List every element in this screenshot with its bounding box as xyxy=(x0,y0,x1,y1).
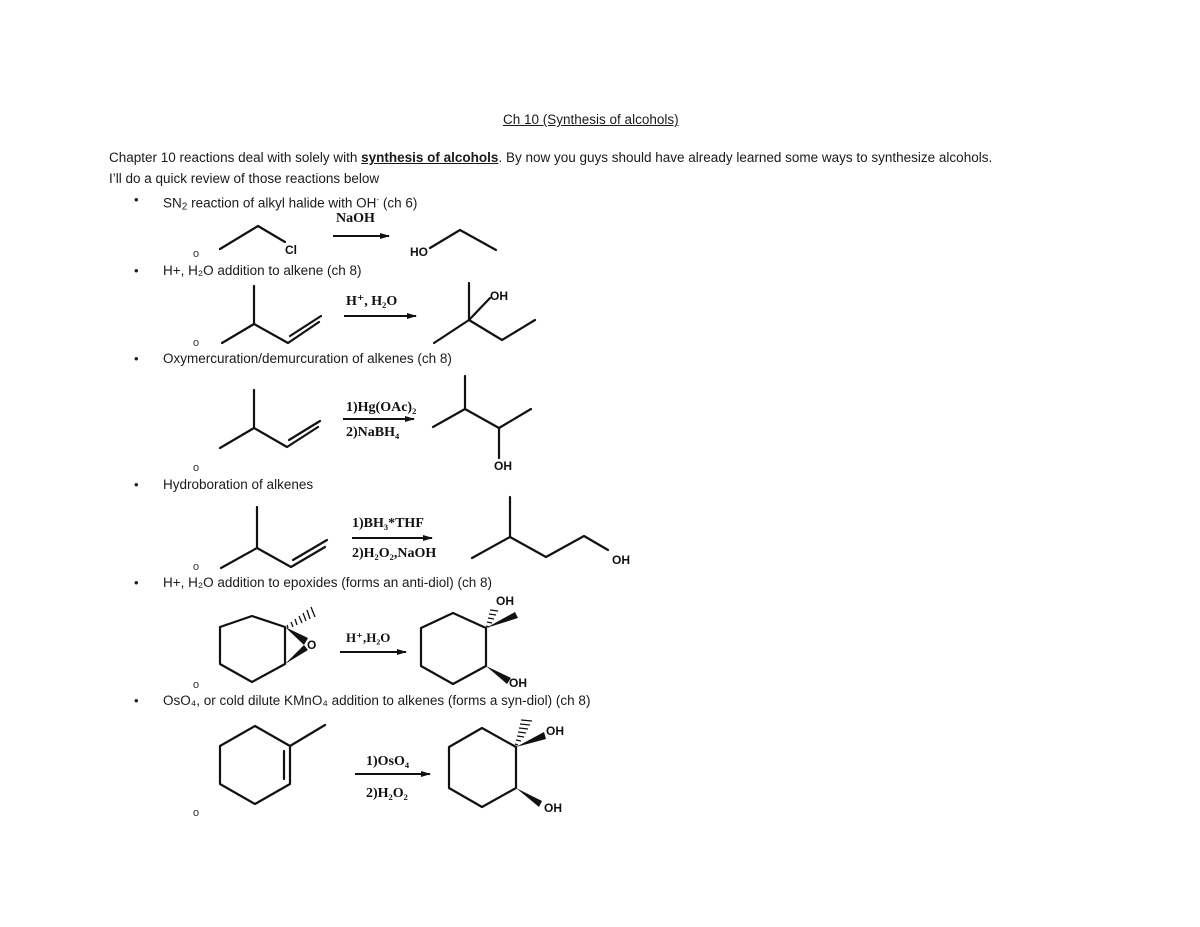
reaction-heading-epoxide-opening: H+, H₂O addition to epoxides (forms an a… xyxy=(163,575,493,590)
bullet-icon: • xyxy=(134,192,139,207)
product-structure xyxy=(467,318,537,342)
reaction-heading-dihydroxylation: OsO₄, or cold dilute KMnO₄ addition to a… xyxy=(163,693,591,708)
reaction-5-epoxide-opening: O H⁺,H₂O OH OH xyxy=(218,594,527,690)
reagent-hg-oac: 1)Hg(OAc)₂ xyxy=(346,400,416,415)
epoxide-oxygen-label: O xyxy=(307,638,316,652)
reaction-heading-oxymercuration: Oxymercuration/demurcuration of alkenes … xyxy=(163,351,452,366)
wedge-bond xyxy=(285,645,308,664)
hydroxyl-label: HO xyxy=(410,245,428,259)
hydroxyl-label-top: OH xyxy=(496,594,514,608)
subbullet-icon: o xyxy=(193,248,200,260)
product-structure xyxy=(432,281,471,345)
hashed-bond xyxy=(514,719,533,746)
intro-line-2: I’ll do a quick review of those reaction… xyxy=(109,171,380,186)
wedge-bond xyxy=(486,666,511,684)
product-structure xyxy=(431,374,467,429)
page-title: Ch 10 (Synthesis of alcohols) xyxy=(503,112,679,127)
reaction-4-hydroboration: 1)BH₃*THF 2)H₂O₂,NaOH OH xyxy=(219,495,630,570)
reagent-oso4: 1)OsO₄ xyxy=(366,754,410,769)
intro-text: Chapter 10 reactions deal with solely wi… xyxy=(109,150,362,165)
ethanol-structure xyxy=(428,228,498,252)
hydroxyl-label: OH xyxy=(612,553,630,567)
heading-subscript: 2 xyxy=(181,201,188,213)
product-structure xyxy=(463,407,533,430)
reagent-naoh: NaOH xyxy=(336,211,375,226)
methyl-bond xyxy=(288,723,327,748)
cyclohexane-ring xyxy=(447,726,518,809)
reagent-bh3-thf: 1)BH₃*THF xyxy=(352,516,424,531)
hydroxyl-label-bottom: OH xyxy=(509,676,527,690)
reagent-h2o2: 2)H₂O₂ xyxy=(366,786,408,801)
subbullet-icon: o xyxy=(193,337,200,349)
reaction-2-acid-hydration: H⁺, H₂O OH xyxy=(220,281,537,345)
reactant-structure xyxy=(218,388,256,450)
subbullet-icon: o xyxy=(193,679,200,691)
hydroxyl-label: OH xyxy=(494,459,512,473)
reaction-6-dihydroxylation: 1)OsO₄ 2)H₂O₂ OH OH xyxy=(218,719,564,815)
reactant-structure xyxy=(220,284,256,345)
chlorine-label: Cl xyxy=(285,243,297,257)
hashed-bond xyxy=(485,609,499,628)
reactant-structure xyxy=(252,320,321,345)
reagent-h2o2-naoh: 2)H₂O₂,NaOH xyxy=(352,546,436,561)
double-bond-line xyxy=(291,538,329,562)
reagent-nabh4: 2)NaBH₄ xyxy=(346,425,400,440)
cyclohexane-ring xyxy=(218,614,287,684)
bullet-icon: • xyxy=(134,575,139,590)
cyclohexene-ring xyxy=(218,724,292,806)
heading-text: (ch 6) xyxy=(379,195,418,211)
reactant-structure xyxy=(219,505,259,570)
reaction-heading-sn2: SN2 reaction of alkyl halide with OH- (c… xyxy=(163,192,417,216)
intro-text-tail: . By now you guys should have already le… xyxy=(498,150,993,165)
heading-superscript: - xyxy=(376,195,380,204)
wedge-bond xyxy=(516,732,546,747)
reagent-acid-water: H⁺,H₂O xyxy=(346,630,390,645)
bullet-icon: • xyxy=(134,693,139,708)
subbullet-icon: o xyxy=(193,462,200,474)
reagent-acid-water: H⁺, H₂O xyxy=(346,294,397,309)
subbullet-icon: o xyxy=(193,807,200,819)
bullet-icon: • xyxy=(134,351,139,366)
double-bond-line xyxy=(288,314,323,338)
hashed-bond xyxy=(286,606,316,629)
reactant-structure xyxy=(255,545,327,569)
hydroxyl-label-bottom: OH xyxy=(544,801,562,815)
bullet-icon: • xyxy=(134,477,139,492)
wedge-bond xyxy=(486,612,518,628)
reaction-1-sn2: Cl NaOH HO xyxy=(218,211,498,259)
intro-emphasis: synthesis of alcohols xyxy=(361,150,499,165)
heading-text: SN xyxy=(163,195,182,211)
reaction-heading-acid-hydration: H+, H₂O addition to alkene (ch 8) xyxy=(163,263,362,278)
subbullet-icon: o xyxy=(193,561,200,573)
bullet-icon: • xyxy=(134,263,139,278)
heading-text: reaction of alkyl halide with OH xyxy=(187,195,377,211)
reaction-3-oxymercuration: 1)Hg(OAc)₂ 2)NaBH₄ OH xyxy=(218,374,533,473)
double-bond-line xyxy=(287,419,322,442)
wedge-bond xyxy=(285,627,308,645)
intro-line-1: Chapter 10 reactions deal with solely wi… xyxy=(109,150,992,166)
hydroxyl-label: OH xyxy=(490,289,508,303)
cyclohexane-ring xyxy=(419,611,488,686)
product-structure xyxy=(508,534,610,559)
hydroxyl-label-top: OH xyxy=(546,724,564,738)
product-structure xyxy=(470,495,512,560)
product-structure xyxy=(467,296,492,322)
reaction-heading-hydroboration: Hydroboration of alkenes xyxy=(163,477,314,492)
reactant-structure xyxy=(252,425,320,449)
chloroethane-structure xyxy=(218,224,287,251)
wedge-bond xyxy=(516,788,542,807)
